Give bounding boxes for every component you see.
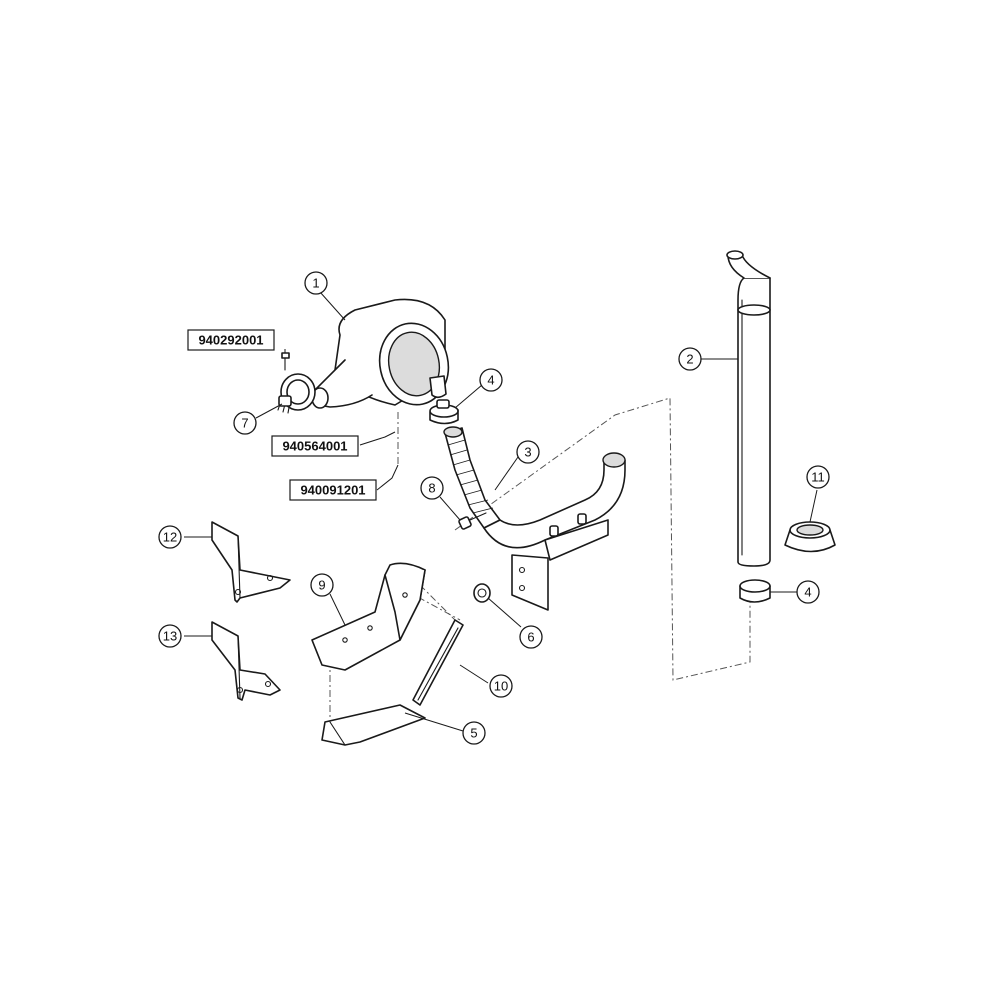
part-number-box: [271, 435, 359, 457]
callout-5[interactable]: 5: [462, 721, 486, 745]
callout-12[interactable]: 12: [158, 525, 182, 549]
callout-2-label: 2: [686, 352, 693, 367]
callout-4-upper-circle: [479, 368, 503, 392]
bracket-12-part[interactable]: [211, 521, 291, 603]
callout-8-label: 8: [428, 481, 435, 496]
callout-4-upper-label: 4: [487, 373, 494, 388]
tail-pipe-part[interactable]: [726, 250, 771, 567]
callout-11-circle: [806, 465, 830, 489]
callout-4-upper[interactable]: 4: [479, 368, 503, 392]
callout-9-label: 9: [318, 578, 325, 593]
callout-2[interactable]: 2: [678, 347, 702, 371]
callout-5-label: 5: [470, 726, 477, 741]
nut-part[interactable]: [473, 583, 491, 603]
callout-6-circle: [519, 625, 543, 649]
callout-10[interactable]: 10: [489, 674, 513, 698]
callout-1[interactable]: 1: [304, 271, 328, 295]
flex-hose-and-pipe[interactable]: [443, 426, 626, 549]
shield-plate-part[interactable]: [412, 619, 464, 706]
callout-6[interactable]: 6: [519, 625, 543, 649]
part-number-940564001[interactable]: 940564001: [271, 435, 359, 457]
clamp-ring-lower[interactable]: [739, 579, 771, 603]
clamp-part[interactable]: [277, 373, 316, 414]
leader-lines: [184, 291, 818, 732]
callout-3-label: 3: [524, 445, 531, 460]
callout-10-circle: [489, 674, 513, 698]
callout-8-circle: [420, 476, 444, 500]
callout-5-circle: [462, 721, 486, 745]
callout-7-circle: [233, 411, 257, 435]
callout-1-circle: [304, 271, 328, 295]
bolt-part[interactable]: [458, 512, 487, 530]
callout-9[interactable]: 9: [310, 573, 334, 597]
callout-9-circle: [310, 573, 334, 597]
callout-7-label: 7: [241, 416, 248, 431]
muffler-part[interactable]: [311, 298, 456, 411]
callout-13-circle: [158, 624, 182, 648]
bracket-13-part[interactable]: [211, 621, 281, 701]
part-number-940091201[interactable]: 940091201: [289, 479, 377, 501]
heat-shield-part[interactable]: [311, 562, 426, 671]
part-number-label: 940292001: [198, 333, 263, 348]
part-number-box: [187, 329, 275, 351]
callout-4-lower-label: 4: [804, 585, 811, 600]
callout-4-lower-circle: [796, 580, 820, 604]
part-number-box: [289, 479, 377, 501]
part-number-label: 940091201: [300, 483, 365, 498]
callout-11[interactable]: 11: [806, 465, 830, 489]
pipe-bracket[interactable]: [511, 519, 609, 611]
callout-12-circle: [158, 525, 182, 549]
clamp-ring-upper[interactable]: [429, 399, 459, 425]
callout-3-circle: [516, 440, 540, 464]
callout-13-label: 13: [163, 629, 177, 644]
callout-12-label: 12: [163, 530, 177, 545]
bolt-940292001[interactable]: [281, 352, 290, 371]
callout-1-label: 1: [312, 276, 319, 291]
part-number-label: 940564001: [282, 439, 347, 454]
callout-6-label: 6: [527, 630, 534, 645]
callout-3[interactable]: 3: [516, 440, 540, 464]
callout-7[interactable]: 7: [233, 411, 257, 435]
callout-2-circle: [678, 347, 702, 371]
callout-11-label: 11: [811, 470, 825, 485]
callout-10-label: 10: [494, 679, 508, 694]
part-number-940292001[interactable]: 940292001: [187, 329, 275, 351]
outlet-cap-part[interactable]: [784, 521, 836, 553]
lower-shield-part[interactable]: [321, 704, 426, 746]
callout-8[interactable]: 8: [420, 476, 444, 500]
callout-13[interactable]: 13: [158, 624, 182, 648]
callout-4-lower[interactable]: 4: [796, 580, 820, 604]
